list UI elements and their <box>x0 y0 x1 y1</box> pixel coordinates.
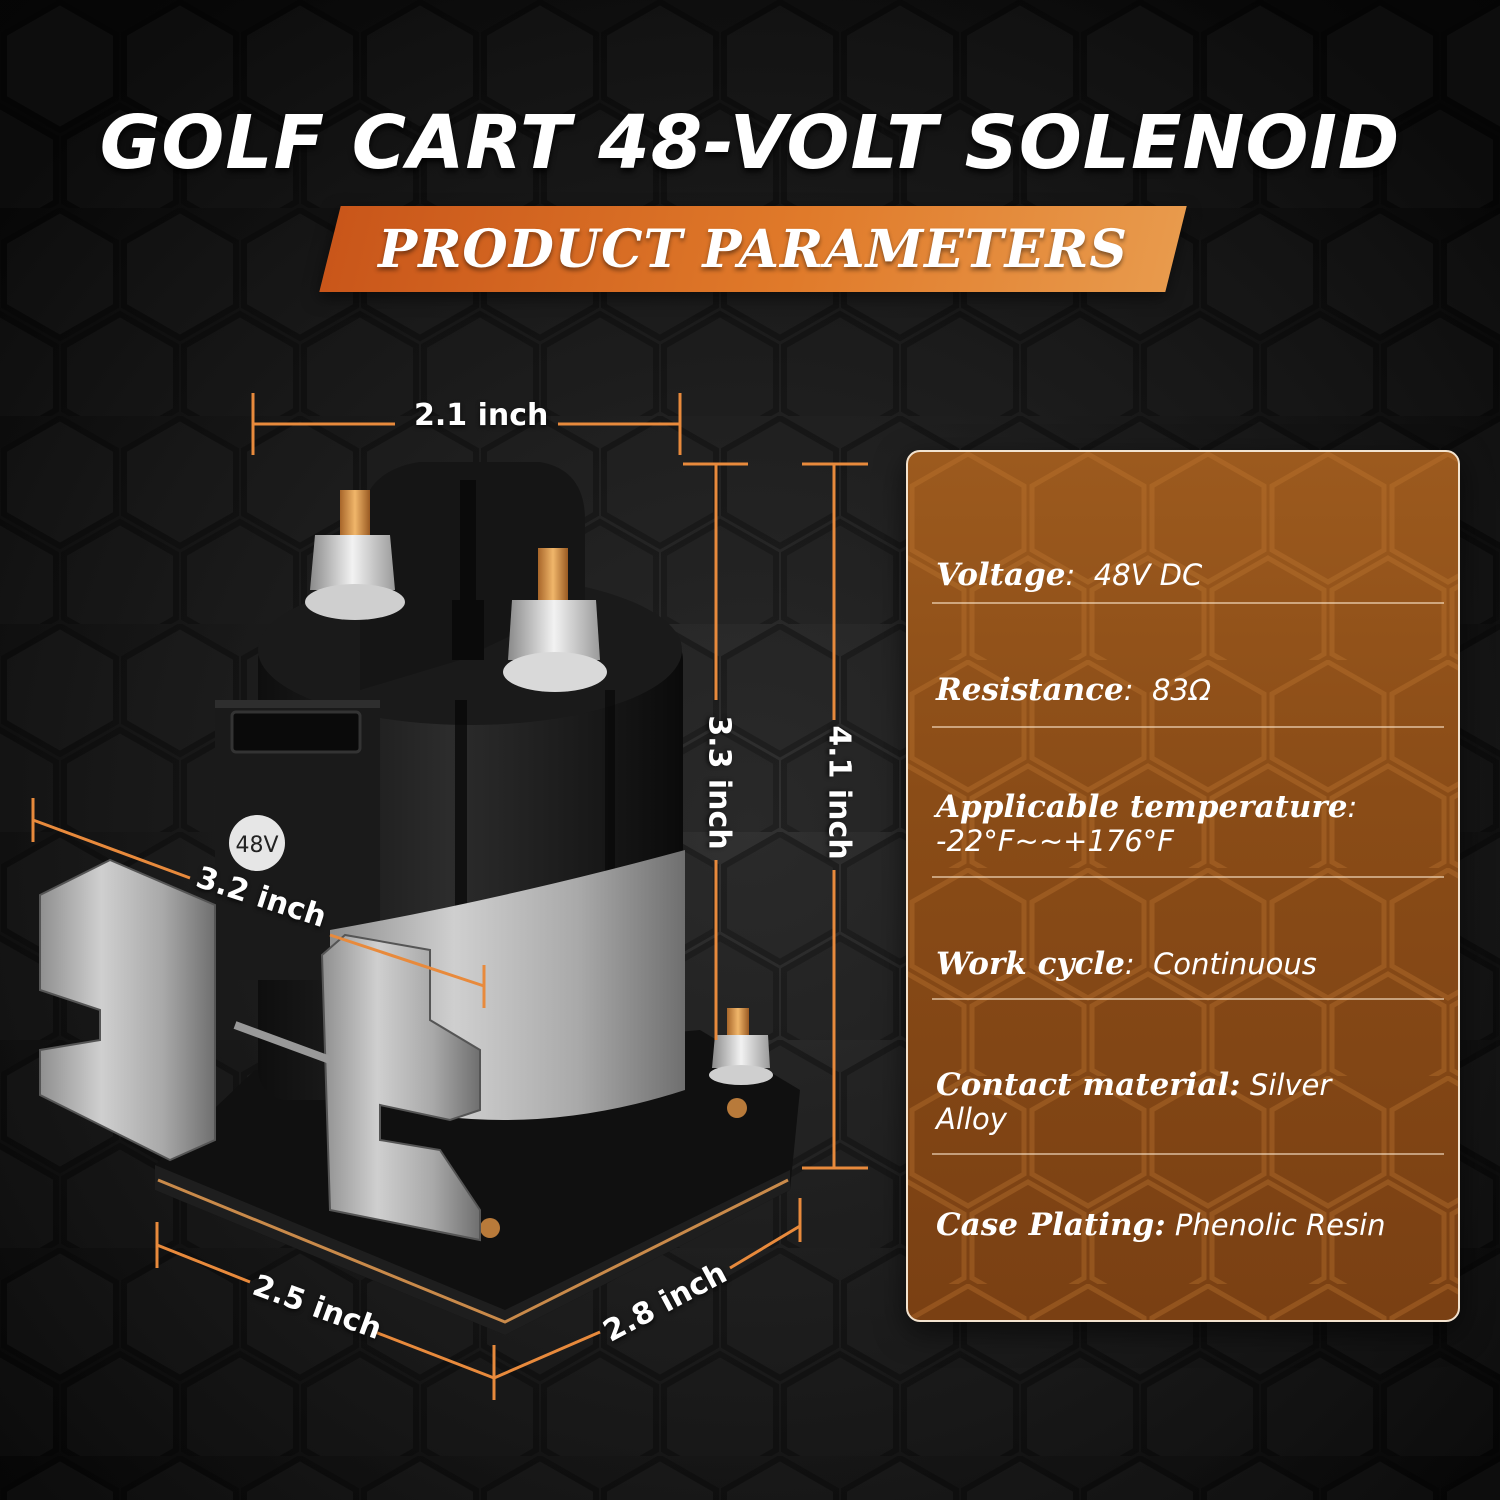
param-resistance-sep: : <box>1123 673 1134 707</box>
page-title: GOLF CART 48-VOLT SOLENOID <box>99 100 1401 186</box>
param-resistance-value: 83Ω <box>1151 673 1211 707</box>
base-plate <box>155 1030 800 1335</box>
solenoid-illustration: 48V <box>31 393 868 1400</box>
terminal-post-small <box>709 1008 773 1085</box>
divider <box>932 602 1444 604</box>
param-temperature-value: -22°F~~+176°F <box>936 824 1174 858</box>
front-bracket <box>233 933 481 1242</box>
divider <box>932 1153 1444 1155</box>
divider <box>932 726 1444 728</box>
param-case-plating-key: Case Plating: <box>936 1207 1166 1243</box>
dimension-height-total: 4.1 inch <box>821 725 857 860</box>
param-contact-material: Contact material: Silver Alloy <box>936 1068 1376 1136</box>
divider <box>932 876 1444 878</box>
terminal-post-left <box>305 490 405 620</box>
param-work-cycle-sep: : <box>1124 947 1135 981</box>
param-contact-material-key: Contact material: <box>936 1067 1241 1103</box>
dimension-lines <box>31 393 868 1400</box>
param-temperature-sep: : <box>1347 790 1358 824</box>
param-voltage-sep: : <box>1065 558 1076 592</box>
param-case-plating: Case Plating: Phenolic Resin <box>936 1208 1446 1242</box>
top-terminal-fin <box>360 462 585 690</box>
param-work-cycle-value: Continuous <box>1153 947 1317 981</box>
param-contact-material-value: Silver Alloy <box>936 1068 1332 1136</box>
divider <box>932 998 1444 1000</box>
param-temperature: Applicable temperature: -22°F~~+176°F <box>936 790 1446 858</box>
param-voltage-value: 48V DC <box>1093 558 1203 592</box>
dimension-height-body: 3.3 inch <box>701 715 737 850</box>
param-resistance-key: Resistance <box>936 672 1124 708</box>
banner-title: PRODUCT PARAMETERS <box>378 218 1128 280</box>
voltage-badge: 48V <box>229 815 285 871</box>
param-temperature-key: Applicable temperature <box>936 789 1348 825</box>
terminal-post-right <box>503 548 607 692</box>
panel-hexagon-texture <box>908 452 1458 1320</box>
voltage-badge-label: 48V <box>235 833 278 858</box>
param-case-plating-value: Phenolic Resin <box>1174 1208 1386 1242</box>
param-voltage: Voltage: 48V DC <box>936 558 1446 592</box>
param-work-cycle-key: Work cycle <box>936 946 1125 982</box>
parameters-panel: Voltage: 48V DC Resistance: 83Ω Applicab… <box>906 450 1460 1322</box>
param-work-cycle: Work cycle: Continuous <box>936 947 1446 981</box>
left-bracket <box>39 858 216 1162</box>
param-voltage-key: Voltage <box>936 557 1066 593</box>
dimension-width-top: 2.1 inch <box>414 398 549 433</box>
param-resistance: Resistance: 83Ω <box>936 673 1446 707</box>
